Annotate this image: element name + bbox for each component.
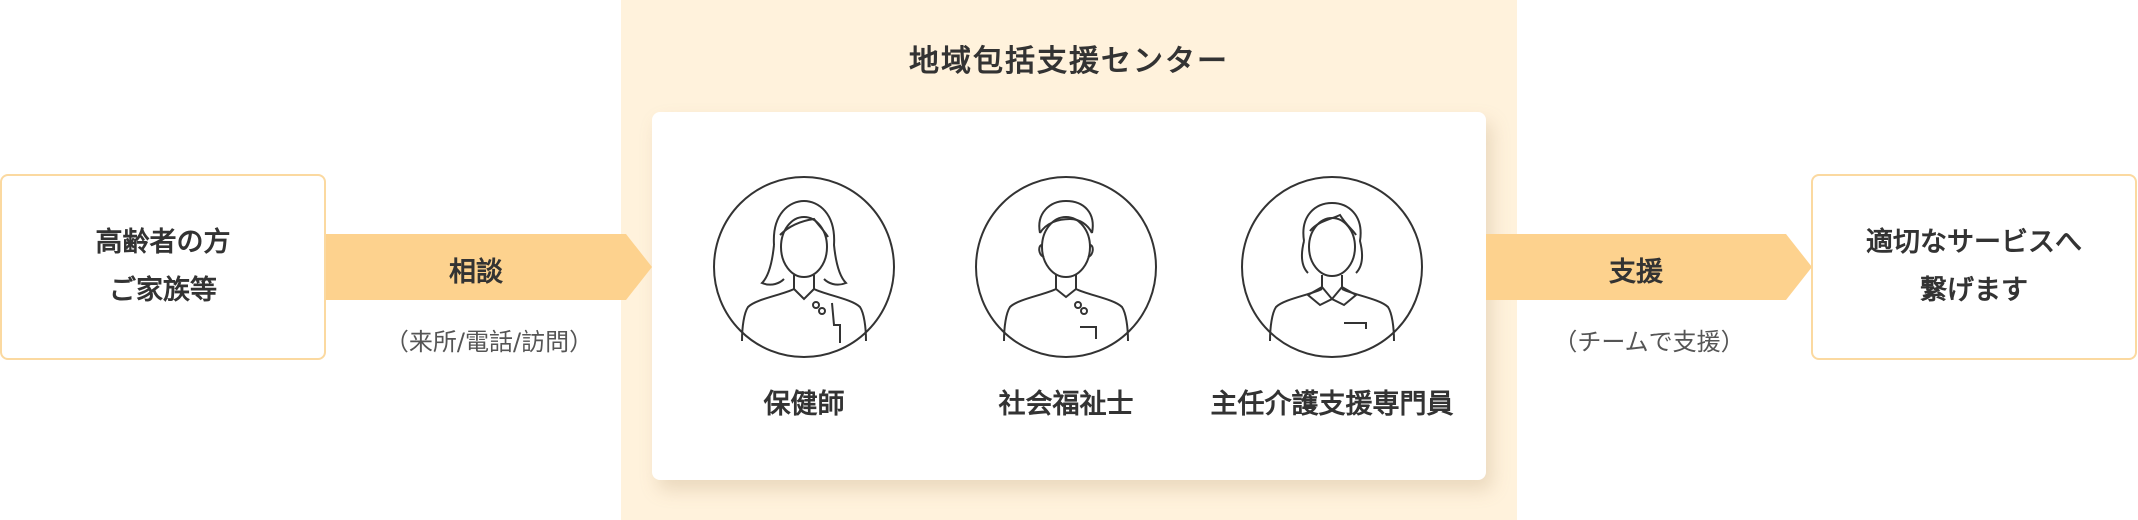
service-line-2: 繋げます	[1920, 275, 2028, 306]
center-title: 地域包括支援センター	[909, 44, 1229, 79]
client-line-2: ご家族等	[109, 275, 217, 306]
role-label-social-worker: 社会福祉士	[998, 389, 1134, 420]
staff-card	[652, 112, 1486, 480]
consultation-arrow	[326, 234, 652, 300]
consultation-label: 相談	[449, 257, 503, 288]
consultation-sub-label: （来所/電話/訪問）	[384, 328, 594, 356]
client-line-1: 高齢者の方	[95, 227, 231, 258]
support-label: 支援	[1609, 257, 1663, 288]
female-nurse-icon	[712, 175, 896, 359]
service-line-1: 適切なサービスへ	[1866, 227, 2082, 258]
service-box: 適切なサービスへ 繋げます	[1811, 174, 2137, 360]
role-label-nurse: 保健師	[763, 389, 845, 420]
client-box: 高齢者の方 ご家族等	[0, 174, 326, 360]
support-arrow	[1486, 234, 1812, 300]
female-caremanager-icon	[1240, 175, 1424, 359]
male-worker-icon	[974, 175, 1158, 359]
support-sub-label: （チームで支援）	[1553, 328, 1745, 356]
role-label-care-manager: 主任介護支援専門員	[1210, 389, 1454, 420]
